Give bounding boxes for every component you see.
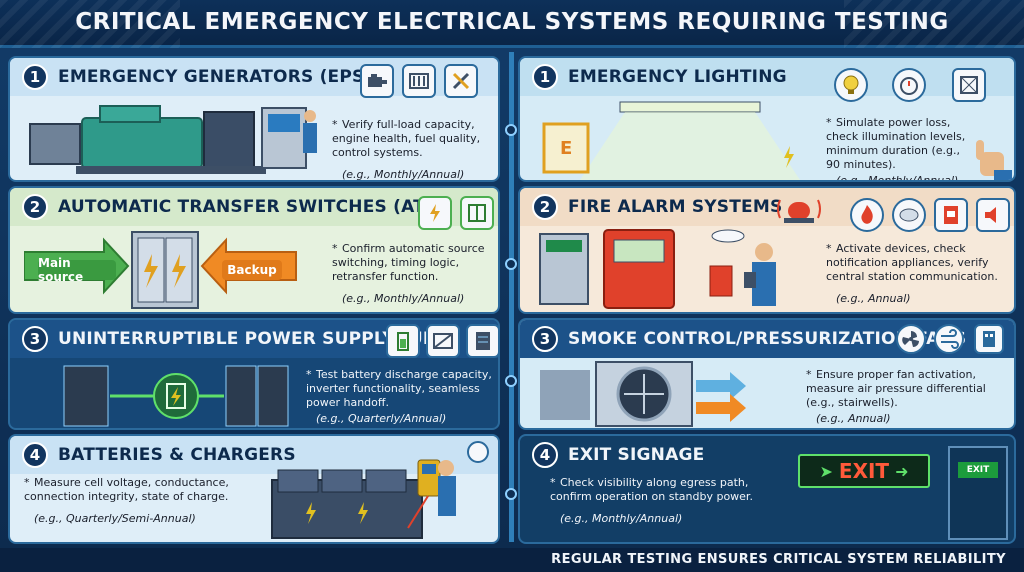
title-stripe-right: [844, 0, 1024, 48]
panel-number: 4: [532, 442, 558, 468]
smoke-detector-icon: [892, 198, 926, 232]
svg-text:E: E: [560, 138, 572, 159]
panel-header: 4 EXIT SIGNAGE: [520, 436, 1014, 474]
lighting-illustration: E: [542, 101, 800, 180]
battery-icon: [386, 324, 420, 358]
panel-description: *Measure cell voltage, conductance, conn…: [24, 476, 274, 526]
panel-title: BATTERIES & CHARGERS: [58, 445, 296, 465]
flame-icon: [850, 198, 884, 232]
alarm-beacon-icon: [777, 199, 821, 223]
panel-batteries-chargers: 4 BATTERIES & CHARGERS *Measure cell vol…: [8, 434, 500, 544]
panel-number: 2: [22, 194, 48, 220]
stopwatch-icon: [892, 68, 926, 102]
connector-node: [505, 488, 517, 500]
horn-speaker-icon: [976, 198, 1010, 232]
radiator-icon: [402, 64, 436, 98]
battery-bank-illustration: [271, 441, 489, 539]
panel-title: SMOKE CONTROL/PRESSURIZATION FANS: [568, 329, 967, 349]
panel-header: 3 UNINTERRUPTIBLE POWER SUPPLY (UPS): [10, 320, 498, 358]
lightbulb-icon: [834, 68, 868, 102]
backup-label: Backup: [222, 260, 282, 280]
test-frequency: (e.g., Monthly/Annual): [836, 174, 959, 182]
footer-bar: REGULAR TESTING ENSURES CRITICAL SYSTEM …: [0, 548, 1024, 572]
pointing-hand-icon: [976, 140, 1012, 180]
panel-description: *Simulate power loss, check illumination…: [826, 116, 976, 182]
panel-smoke-control-fans: 3 SMOKE CONTROL/PRESSURIZATION FANS *Ens…: [518, 318, 1016, 430]
inverter-icon: [426, 324, 460, 358]
title-bar: CRITICAL EMERGENCY ELECTRICAL SYSTEMS RE…: [0, 0, 1024, 48]
panel-description: *Activate devices, check notification ap…: [826, 242, 1012, 306]
connector-node: [505, 375, 517, 387]
panel-description: *Test battery discharge capacity, invert…: [306, 368, 496, 426]
panel-header: 4 BATTERIES & CHARGERS: [10, 436, 498, 474]
panel-header: 2 AUTOMATIC TRANSFER SWITCHES (ATS): [10, 188, 498, 226]
panel-title: EMERGENCY GENERATORS (EPSS): [58, 67, 385, 87]
central-connector-line: [509, 52, 514, 542]
engine-icon: [360, 64, 394, 98]
ceiling-light-icon: [952, 68, 986, 102]
panel-ups: 3 UNINTERRUPTIBLE POWER SUPPLY (UPS) *Te…: [8, 318, 500, 430]
test-frequency: (e.g., Quarterly/Semi-Annual): [34, 512, 196, 525]
test-frequency: (e.g., Annual): [836, 292, 911, 305]
pull-station-icon: [934, 198, 968, 232]
test-frequency: (e.g., Monthly/Annual): [560, 512, 683, 525]
exit-sign: ➤ EXIT ➜: [798, 454, 930, 488]
server-rack-icon: [466, 324, 498, 358]
panel-description: *Verify full-load capacity, engine healt…: [332, 118, 498, 181]
panel-emergency-generators: 1 EMERGENCY GENERATORS (EPSS) *Verify fu…: [8, 56, 500, 182]
exit-door: EXIT: [948, 446, 1008, 540]
test-frequency: (e.g., Quarterly/Annual): [316, 412, 447, 425]
panel-fire-alarm-systems: 2 FIRE ALARM SYSTEMS: [518, 186, 1016, 314]
page-title: CRITICAL EMERGENCY ELECTRICAL SYSTEMS RE…: [75, 9, 949, 35]
airflow-icon: [934, 324, 964, 354]
main-source-label: Main source: [38, 256, 116, 284]
panel-title: AUTOMATIC TRANSFER SWITCHES (ATS): [58, 197, 446, 217]
switch-bolt-icon: [418, 196, 452, 230]
panel-number: 3: [532, 326, 558, 352]
generator-illustration: [29, 105, 317, 174]
test-frequency: (e.g., Monthly/Annual): [342, 292, 465, 305]
panel-automatic-transfer-switches: 2 AUTOMATIC TRANSFER SWITCHES (ATS) Main…: [8, 186, 500, 314]
circuit-icon: [460, 196, 494, 230]
building-icon: [974, 324, 1004, 354]
panel-title: EMERGENCY LIGHTING: [568, 67, 787, 87]
fire-alarm-illustration: [539, 229, 776, 309]
panel-header: 1 EMERGENCY LIGHTING: [520, 58, 1014, 96]
panel-description: *Confirm automatic source switching, tim…: [332, 242, 498, 306]
panel-title: UNINTERRUPTIBLE POWER SUPPLY (UPS): [58, 329, 456, 349]
panel-description: *Ensure proper fan activation, measure a…: [806, 368, 1006, 426]
connector-node: [505, 124, 517, 136]
panel-number: 1: [22, 64, 48, 90]
title-stripe-left: [0, 0, 180, 48]
panel-number: 2: [532, 194, 558, 220]
test-frequency: (e.g., Monthly/Annual): [342, 168, 465, 181]
fan-icon: [896, 324, 926, 354]
panel-exit-signage: 4 EXIT SIGNAGE *Check visibility along e…: [518, 434, 1016, 544]
connector-node: [505, 258, 517, 270]
wrench-screwdriver-icon: [444, 64, 478, 98]
panel-header: 2 FIRE ALARM SYSTEMS: [520, 188, 1014, 226]
running-person-icon: ➤: [819, 461, 833, 481]
panel-number: 3: [22, 326, 48, 352]
ups-illustration: [63, 365, 289, 427]
fan-illustration: [540, 361, 746, 427]
panel-number: 4: [22, 442, 48, 468]
panel-description: *Check visibility along egress path, con…: [550, 476, 790, 526]
footer-slogan: REGULAR TESTING ENSURES CRITICAL SYSTEM …: [551, 552, 1006, 567]
panel-title: FIRE ALARM SYSTEMS: [568, 197, 783, 217]
small-exit-sign: EXIT: [958, 462, 998, 478]
exit-sign-text: EXIT: [838, 459, 890, 483]
test-frequency: (e.g., Annual): [816, 412, 891, 425]
panel-title: EXIT SIGNAGE: [568, 445, 705, 465]
panel-emergency-lighting: 1 EMERGENCY LIGHTING E *Simulate power l…: [518, 56, 1016, 182]
panel-number: 1: [532, 64, 558, 90]
panel-header: 3 SMOKE CONTROL/PRESSURIZATION FANS: [520, 320, 1014, 358]
arrow-right-icon: ➜: [895, 461, 909, 481]
